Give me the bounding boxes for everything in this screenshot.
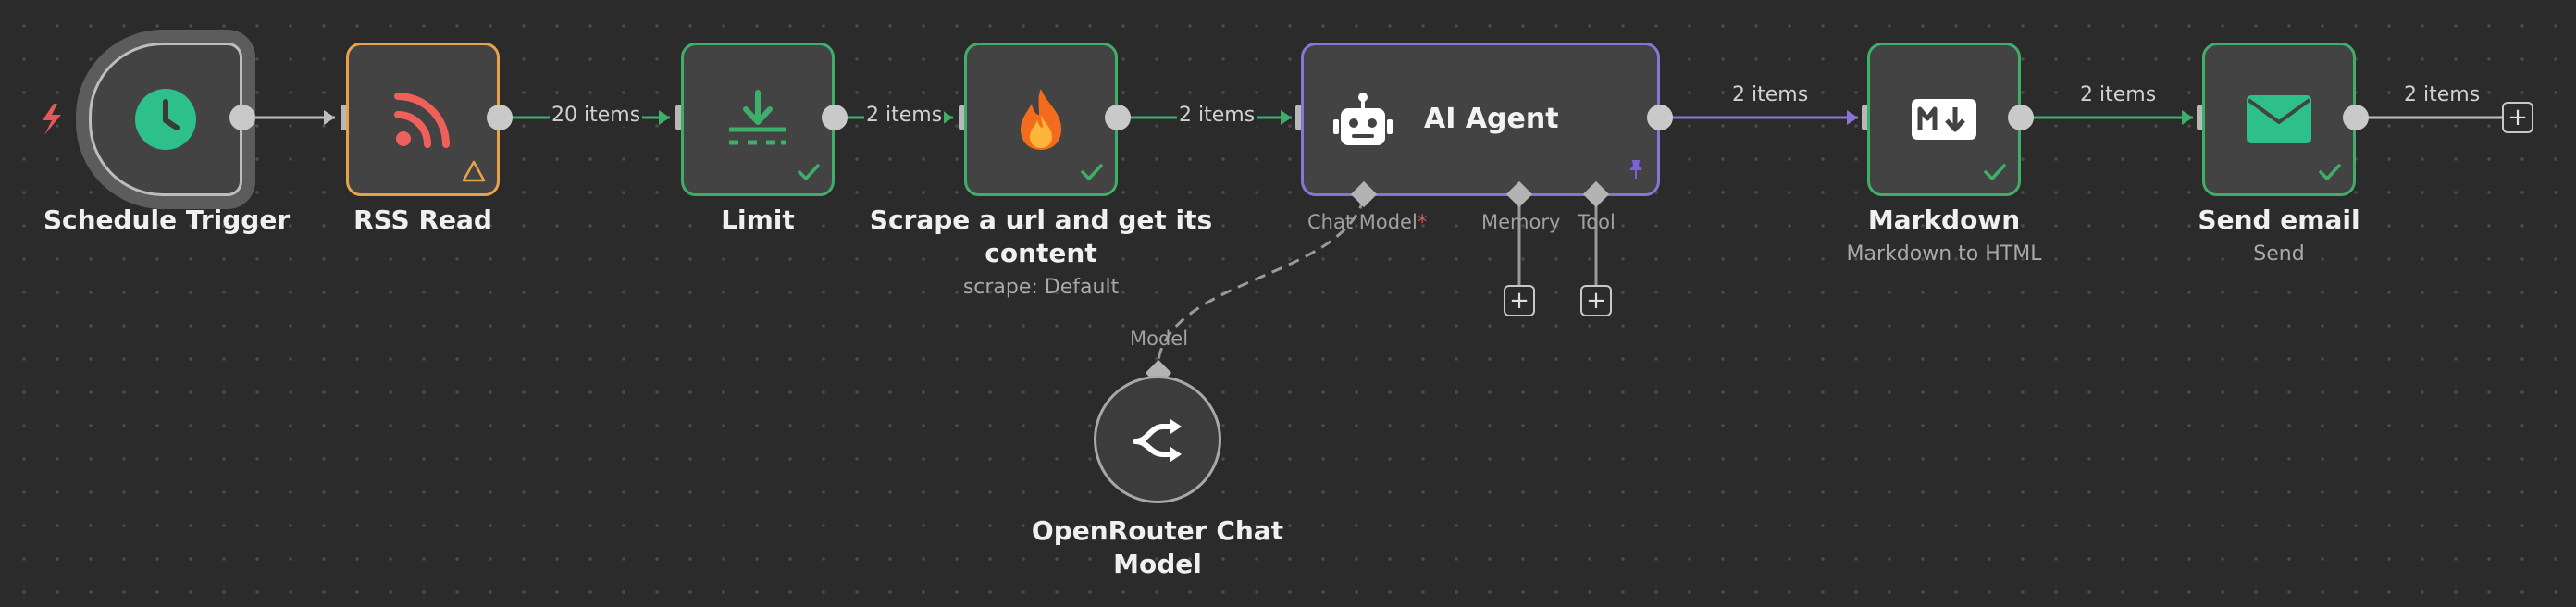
- node-label-openrouter: OpenRouter Chat Model: [1019, 514, 1296, 581]
- success-check-icon: [2319, 164, 2341, 180]
- success-check-icon: [798, 164, 820, 180]
- robot-icon: [1333, 93, 1393, 145]
- trigger-bolt-icon: [43, 104, 61, 135]
- warning-triangle-icon: [462, 160, 486, 182]
- fire-icon: [1021, 89, 1061, 150]
- node-label-markdown: Markdown: [1867, 204, 2021, 235]
- node-label-openrouter-line2: Model: [1113, 549, 1202, 579]
- markdown-icon: [1912, 99, 1976, 140]
- add-node-button[interactable]: +: [2502, 102, 2533, 133]
- edge-label-markdown-email: 2 items: [2078, 83, 2159, 106]
- edge-openrouter-chatmodel: [1157, 197, 1366, 360]
- port-label-tool: Tool: [1578, 211, 1616, 233]
- port-out-markdown[interactable]: [2008, 105, 2034, 130]
- node-label-scrape-line1: Scrape a url and get its: [869, 204, 1213, 235]
- edge-trigger-rss-arrow: [324, 110, 335, 125]
- port-out-send-email[interactable]: [2343, 105, 2369, 130]
- node-ai-agent[interactable]: AI Agent: [1301, 43, 1660, 196]
- node-label-send-email: Send email: [2198, 204, 2360, 235]
- node-scrape[interactable]: [964, 43, 1118, 196]
- node-subtitle-send-email: Send: [2253, 242, 2305, 266]
- node-label-scrape: Scrape a url and get its content: [856, 204, 1226, 270]
- node-label-openrouter-line1: OpenRouter Chat: [1031, 515, 1284, 546]
- node-rss-read[interactable]: [346, 43, 500, 196]
- port-out-limit[interactable]: [822, 105, 848, 130]
- node-label-limit: Limit: [721, 204, 795, 235]
- edge-label-scrape-agent: 2 items: [1177, 104, 1257, 127]
- node-label-ai-agent: AI Agent: [1424, 103, 1559, 135]
- edge-label-rss-limit: 20 items: [550, 104, 643, 127]
- node-schedule-trigger[interactable]: [89, 43, 242, 196]
- port-out-scrape[interactable]: [1105, 105, 1131, 130]
- edge-label-limit-scrape: 2 items: [864, 104, 945, 127]
- node-subtitle-scrape: scrape: Default: [962, 276, 1120, 299]
- node-limit[interactable]: [681, 43, 835, 196]
- port-label-memory: Memory: [1481, 211, 1561, 233]
- openrouter-icon: [1133, 419, 1182, 462]
- port-label-model: Model: [1130, 328, 1189, 350]
- node-send-email[interactable]: [2202, 43, 2356, 196]
- port-label-chat-model: Chat Model*: [1307, 211, 1428, 233]
- success-check-icon: [1984, 164, 2006, 180]
- port-out-ai-agent[interactable]: [1647, 105, 1673, 130]
- success-check-icon: [1081, 164, 1103, 180]
- limit-download-icon: [729, 90, 786, 145]
- required-asterisk: *: [1417, 211, 1428, 233]
- node-label-scrape-line2: content: [985, 238, 1097, 268]
- clock-icon: [135, 89, 196, 150]
- node-label-schedule-trigger: Schedule Trigger: [43, 204, 291, 235]
- node-subtitle-markdown: Markdown to HTML: [1846, 242, 2042, 266]
- pin-icon: [1629, 160, 1642, 179]
- port-out-schedule-trigger[interactable]: [229, 105, 255, 130]
- add-tool-button[interactable]: +: [1580, 285, 1612, 316]
- node-label-rss-read: RSS Read: [353, 204, 492, 235]
- node-markdown[interactable]: [1867, 43, 2021, 196]
- edge-label-email-out: 2 items: [2402, 83, 2483, 106]
- rss-icon: [394, 93, 450, 148]
- add-memory-button[interactable]: +: [1504, 285, 1535, 316]
- node-openrouter-chat-model[interactable]: [1094, 376, 1221, 503]
- port-out-rss-read[interactable]: [487, 105, 513, 130]
- edge-label-agent-markdown: 2 items: [1730, 83, 1811, 106]
- envelope-icon: [2247, 95, 2311, 143]
